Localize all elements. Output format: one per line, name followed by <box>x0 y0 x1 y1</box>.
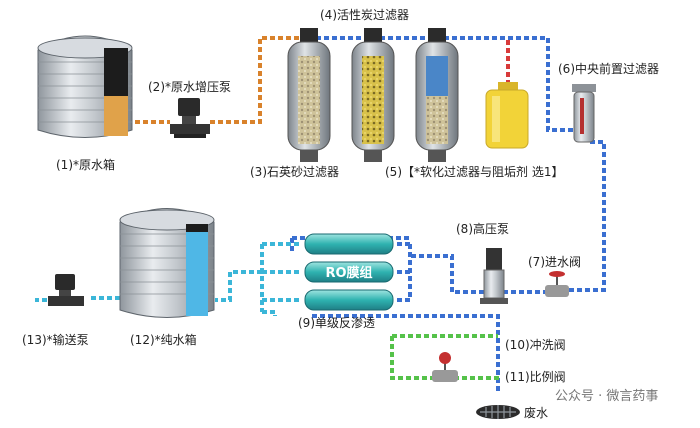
softener-filter <box>415 28 459 162</box>
activated-carbon-filter <box>351 28 395 162</box>
ro-feed-pipe <box>395 242 412 302</box>
watermark: 公众号 · 微言药事 <box>555 389 659 404</box>
precision-filter-label: (6)中央前置过滤器 <box>558 62 659 76</box>
waste-label: 废水 <box>524 406 549 420</box>
ro-membrane-2 <box>304 261 394 283</box>
flush-pipe <box>390 334 500 380</box>
delivery-pump-label: (13)*输送泵 <box>22 333 89 347</box>
waste-drain-icon <box>476 405 520 419</box>
inlet-valve-label: (7)进水阀 <box>528 255 581 269</box>
raw-water-pipe <box>135 36 300 124</box>
raw-tank-water-level <box>104 96 128 136</box>
ro-module-label: RO膜组 <box>325 265 372 281</box>
ro-membrane-1 <box>304 233 394 255</box>
pure-tank-water-level <box>186 232 208 316</box>
ro-stage-label: (9)单级反渗透 <box>298 316 375 330</box>
ro-membrane-bank: RO膜组 <box>304 233 394 311</box>
filter-train-pipe <box>300 36 606 292</box>
flush-valve-label: (10)冲洗阀 <box>505 338 566 352</box>
quartz-sand-filter <box>287 28 331 162</box>
concentrate-return-pipe <box>312 314 500 392</box>
raw-tank-label: (1)*原水箱 <box>56 158 115 172</box>
raw-water-tank <box>37 35 133 138</box>
ratio-valve <box>432 352 458 382</box>
quartz-filter-label: (3)石英砂过滤器 <box>250 165 339 179</box>
high-pressure-pump-label: (8)高压泵 <box>456 222 509 236</box>
delivery-pump <box>48 274 84 306</box>
antiscalant-dosing-tank <box>485 82 529 149</box>
booster-pump-label: (2)*原水增压泵 <box>148 80 231 94</box>
precision-filter <box>572 84 596 143</box>
product-water-pipe <box>215 242 302 316</box>
high-pressure-pump <box>480 248 508 304</box>
ratio-valve-label: (11)比例阀 <box>505 370 566 384</box>
ro-membrane-3 <box>304 289 394 311</box>
pure-tank-label: (12)*纯水箱 <box>130 333 197 347</box>
softener-label: (5)【*软化过滤器与阻垢剂 选1】 <box>385 165 564 179</box>
booster-pump <box>170 98 210 138</box>
pure-water-tank <box>119 208 215 318</box>
carbon-filter-label: (4)活性炭过滤器 <box>320 8 409 22</box>
inlet-valve <box>545 271 569 297</box>
